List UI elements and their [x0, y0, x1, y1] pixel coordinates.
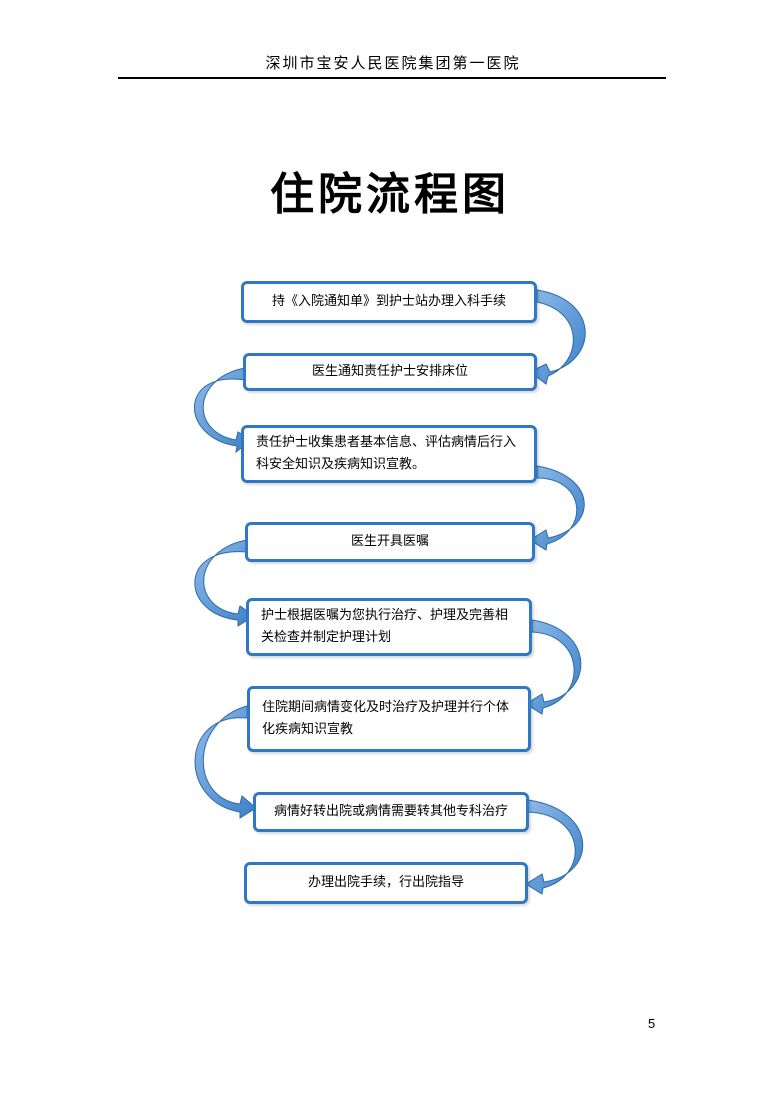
flow-arrow-3: [529, 465, 585, 551]
flow-step-6: 住院期间病情变化及时治疗及护理并行个体化疾病知识宣教: [247, 686, 531, 752]
flow-step-8: 办理出院手续，行出院指导: [244, 862, 528, 904]
flow-arrow-6: [194, 705, 257, 819]
flow-step-2: 医生通知责任护士安排床位: [243, 353, 537, 391]
flow-step-1: 持《入院通知单》到护士站办理入科手续: [241, 281, 537, 323]
flow-arrow-7: [525, 799, 583, 895]
page-header: 深圳市宝安人民医院集团第一医院: [265, 54, 521, 72]
flow-arrow-1: [529, 289, 586, 385]
flow-step-4: 医生开具医嘱: [245, 522, 535, 562]
flow-step-3: 责任护士收集患者基本信息、评估病情后行入科安全知识及疾病知识宣教。: [241, 425, 537, 483]
flow-step-5: 护士根据医嘱为您执行治疗、护理及完善相关检查并制定护理计划: [246, 598, 532, 656]
page-number: 5: [648, 1016, 656, 1031]
flow-arrow-4: [194, 539, 255, 627]
flow-step-7: 病情好转出院或病情需要转其他专科治疗: [253, 792, 529, 832]
page-title: 住院流程图: [270, 169, 510, 220]
flow-arrow-2: [194, 367, 253, 454]
flow-arrow-5: [525, 619, 582, 715]
header-rule: [118, 77, 666, 79]
